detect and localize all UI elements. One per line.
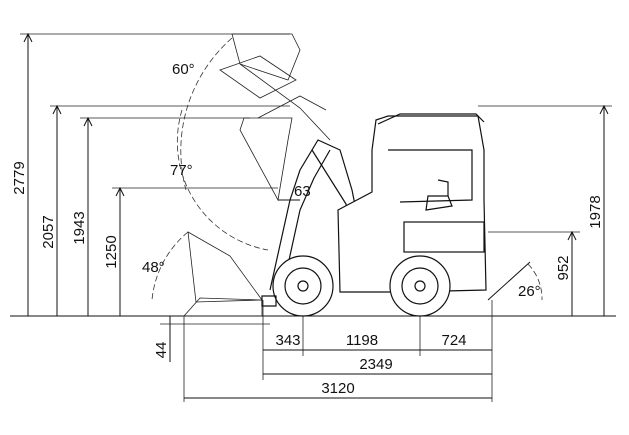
front-wheel-hub — [297, 280, 309, 292]
seat — [425, 195, 453, 211]
front-wheel — [272, 255, 334, 317]
boom-mid — [257, 95, 327, 119]
angle-label-77: 77° — [170, 162, 193, 179]
dim-label-3120: 3120 — [321, 380, 354, 397]
cab-window — [388, 149, 473, 203]
dim-label-2057: 2057 — [40, 215, 57, 248]
dim-label-44: 44 — [153, 342, 170, 359]
angle-label-26: 26° — [518, 283, 541, 300]
rear-wheel — [389, 255, 451, 317]
dim-label-952: 952 — [555, 255, 572, 280]
rear-wheel-rim — [401, 267, 439, 305]
bucket-rollback — [219, 55, 297, 99]
dim-label-724: 724 — [441, 332, 466, 349]
arc-48 — [151, 231, 189, 301]
arrow-2779-top — [23, 32, 33, 43]
arrow-1978-top — [599, 104, 609, 115]
seat-back — [437, 179, 449, 196]
quick-coupler — [261, 295, 277, 307]
boom-raised — [239, 63, 331, 141]
dim-label-1978: 1978 — [587, 195, 604, 228]
dim-label-1198: 1198 — [346, 332, 378, 349]
lift-arm — [269, 139, 357, 291]
rear-wheel-hub — [414, 280, 426, 292]
angle-label-48: 48° — [142, 259, 165, 276]
departure-line — [487, 261, 531, 301]
front-wheel-rim — [284, 267, 322, 305]
arc-60 — [180, 37, 233, 191]
bucket-dump — [239, 117, 293, 202]
arrow-2057-top — [52, 104, 62, 115]
arc-77 — [176, 109, 269, 251]
arrow-1250-top — [115, 186, 125, 197]
bucket-lowered — [187, 231, 263, 303]
angle-label-60: 60° — [172, 61, 195, 78]
dim-label-2349: 2349 — [359, 356, 392, 373]
engine-cover — [403, 221, 485, 253]
lift-arm-inner — [281, 149, 331, 293]
bucket-raised — [231, 33, 301, 81]
arrow-952-top — [567, 230, 577, 241]
dim-label-2779: 2779 — [11, 161, 28, 194]
cab-roof — [377, 113, 485, 125]
dim-label-1943: 1943 — [71, 211, 88, 244]
dim-label-1250: 1250 — [103, 235, 120, 268]
dim-label-343: 343 — [275, 332, 300, 349]
arc-26 — [527, 263, 543, 301]
arrow-1943-top — [83, 116, 93, 127]
